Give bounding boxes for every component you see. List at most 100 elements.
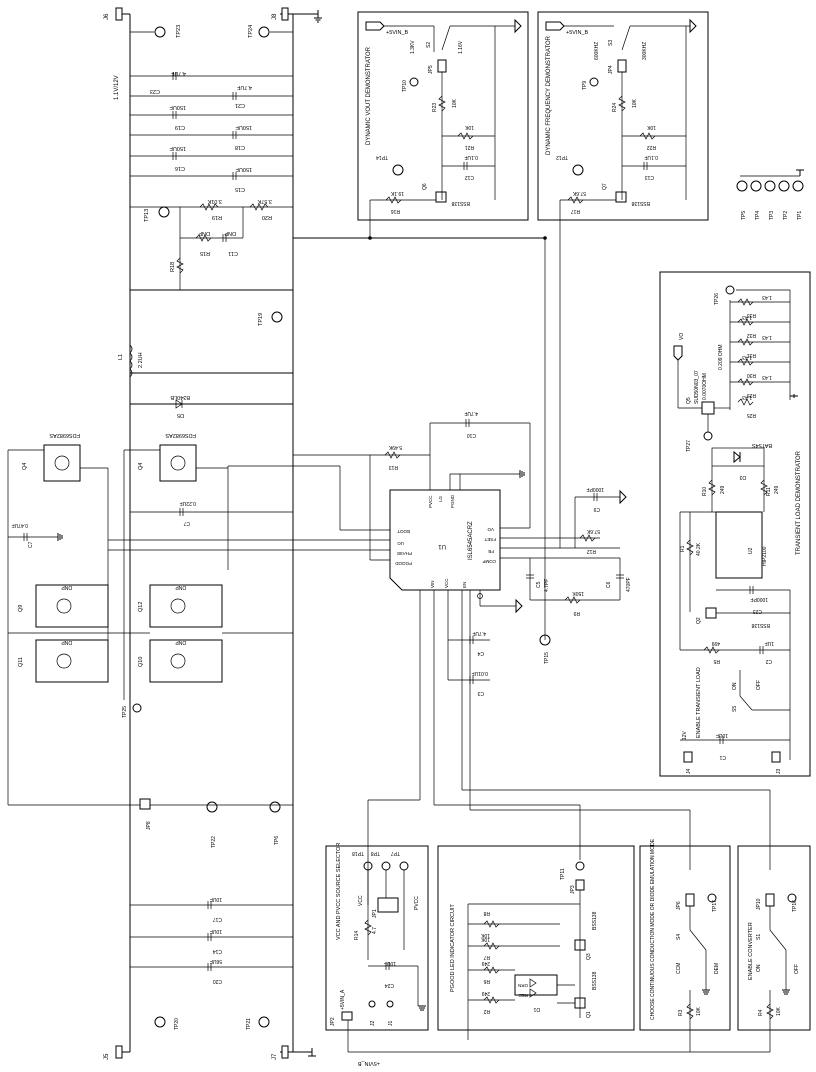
c6-val: 470PF <box>626 577 632 592</box>
dyn-freq-vin: +5VIN_B <box>566 30 588 36</box>
dyn-freq-title: DYNAMIC FREQUENCY DEMONSTRATOR <box>546 35 552 155</box>
connector-j5: J5 <box>104 1053 110 1060</box>
q9-ref: Q9 <box>18 605 24 612</box>
c11-val: DNP <box>224 230 236 236</box>
tp13-label: TP13 <box>144 209 150 222</box>
r6-val: 249 <box>481 960 490 966</box>
c24-ref: C24 <box>385 982 394 988</box>
c2-val: 1UF <box>765 640 774 646</box>
grn-label: GRN <box>518 983 528 988</box>
q2-part: BSS138 <box>751 622 770 628</box>
r31-ref: R31 <box>747 352 756 358</box>
r13-val: 5.49K <box>388 444 402 450</box>
j1-label: J1 <box>388 1021 394 1027</box>
u1-pin-fb: FB <box>488 549 494 554</box>
u1-pin-vin: VIN <box>430 580 435 588</box>
r29-val: 1.43 <box>762 374 772 380</box>
r14-ref: R14 <box>354 931 360 940</box>
r15-ref: R15 <box>200 250 210 256</box>
c10-ref: C10 <box>467 432 476 438</box>
q1-ref: Q1 <box>586 1011 592 1018</box>
c15-ref: C15 <box>235 186 245 192</box>
r13-ref: R13 <box>389 464 398 470</box>
u1-part: ISL6545ACRZ <box>468 521 474 560</box>
tp15-label: TP15 <box>544 652 550 664</box>
tp19-label: TP19 <box>258 313 264 326</box>
c23t-val: 1000PF <box>750 596 768 602</box>
c9-ref: C9 <box>593 506 600 512</box>
q4-ref: Q4 <box>22 463 28 470</box>
r2-ref: R2 <box>483 1008 490 1014</box>
c17-val: 10UF <box>210 896 222 902</box>
pvcc-label: PVCC <box>414 896 420 910</box>
r30-ref: R30 <box>747 372 756 378</box>
s4-ref: S4 <box>676 934 682 940</box>
r7-ref: R7 <box>483 954 490 960</box>
bottom-left-section: JP8 TP22 TP6 C17 10UF C14 10UF C20 56UF … <box>130 798 293 1030</box>
r3-ref: R3 <box>678 1009 684 1016</box>
dyn-vout-tp10: TP10 <box>402 80 408 92</box>
j2-label: J2 <box>370 1021 376 1027</box>
q3-ref: Q3 <box>586 953 592 960</box>
q12-ref: Q12 <box>138 602 144 612</box>
r1-val: 40.2K <box>696 542 702 556</box>
c6-ref: C6 <box>606 581 612 588</box>
tp17-label: TP17 <box>712 900 718 912</box>
tp11-label: TP11 <box>560 868 566 880</box>
r11-ref: R11 <box>766 487 772 496</box>
c4-val: 4.7UF <box>472 630 486 636</box>
c18-ref: C18 <box>235 144 245 150</box>
c19-val: 150UF <box>169 104 186 110</box>
vo-label: VO <box>679 333 685 340</box>
output-stage: L1 2.2UH TP19 D5 B340LB <box>118 311 293 418</box>
r25-val: 1.43 <box>742 394 752 400</box>
c9-val: 1000PF <box>586 486 604 492</box>
dyn-vout-v2: 1.16V <box>458 40 464 54</box>
u1-pin-vcc: VCC <box>444 578 449 588</box>
rds-label: 0.209 OHM <box>718 344 724 370</box>
u1-pin-comp: COMP <box>483 559 497 564</box>
dyn-freq-c13-val: 0.1UF <box>644 154 658 160</box>
d3-part: BAT54S <box>752 442 772 448</box>
dyn-freq-q7: Q7 <box>602 183 608 190</box>
d3-ref: D3 <box>739 474 746 480</box>
connector-j8: J8 <box>272 13 278 20</box>
dyn-vout-v1: 1.3KV <box>410 40 416 54</box>
tp21-label: TP21 <box>246 1018 252 1030</box>
tp22-label: TP22 <box>211 836 217 848</box>
dyn-vout-c12: C12 <box>465 174 474 180</box>
r15-val: DNP <box>198 230 210 236</box>
c20-val: 56UF <box>210 958 222 964</box>
q1-part: BSS138 <box>592 971 598 990</box>
dynamic-frequency-demonstrator: DYNAMIC FREQUENCY DEMONSTRATOR +5VIN_B S… <box>537 11 709 548</box>
jp3-label: JP3 <box>570 885 576 894</box>
c24-val: 10UF <box>384 960 396 966</box>
r20-ref: R20 <box>262 214 272 220</box>
r9-val: 150K <box>572 590 584 596</box>
dyn-vout-c12-val: 0.1UF <box>464 154 478 160</box>
r9-ref: R9 <box>573 610 580 616</box>
s5-off: OFF <box>756 680 762 690</box>
j3-label: J3 <box>776 769 782 775</box>
dyn-freq-f1: 600KHZ <box>594 42 600 60</box>
tp2-label: TP2 <box>783 211 789 220</box>
c5-ref: C5 <box>536 581 542 588</box>
c20-ref: C20 <box>213 978 222 984</box>
r29-ref: R29 <box>747 392 756 398</box>
dyn-vout-r23-val: 10K <box>452 98 458 108</box>
c8-val: 0.22UF <box>180 500 196 506</box>
connector-j7: J7 <box>272 1053 278 1060</box>
vcc-source-selector: VCC AND PVCC SOURCE SELECTOR TP18 TP8 TP… <box>325 843 690 1066</box>
c5-val: 4.7PF <box>544 579 550 592</box>
dyn-freq-s3: S3 <box>608 40 614 46</box>
dyn-freq-f2: 300KHZ <box>642 42 648 60</box>
dnp-4: DNP <box>175 639 186 645</box>
u2-part: HIP2100 <box>762 546 768 566</box>
r7-val: 10K <box>480 936 490 942</box>
en-title: ENABLE CONVERTER <box>748 922 754 980</box>
q5-rds: 0.0070OHM <box>702 373 708 400</box>
dyn-freq-r24-val: 10K <box>632 98 638 108</box>
feedback-network: TP13 R19 3.01K R20 3.57K R15 DNP C11 DNP… <box>130 198 547 291</box>
r18-ref: R18 <box>170 262 176 272</box>
